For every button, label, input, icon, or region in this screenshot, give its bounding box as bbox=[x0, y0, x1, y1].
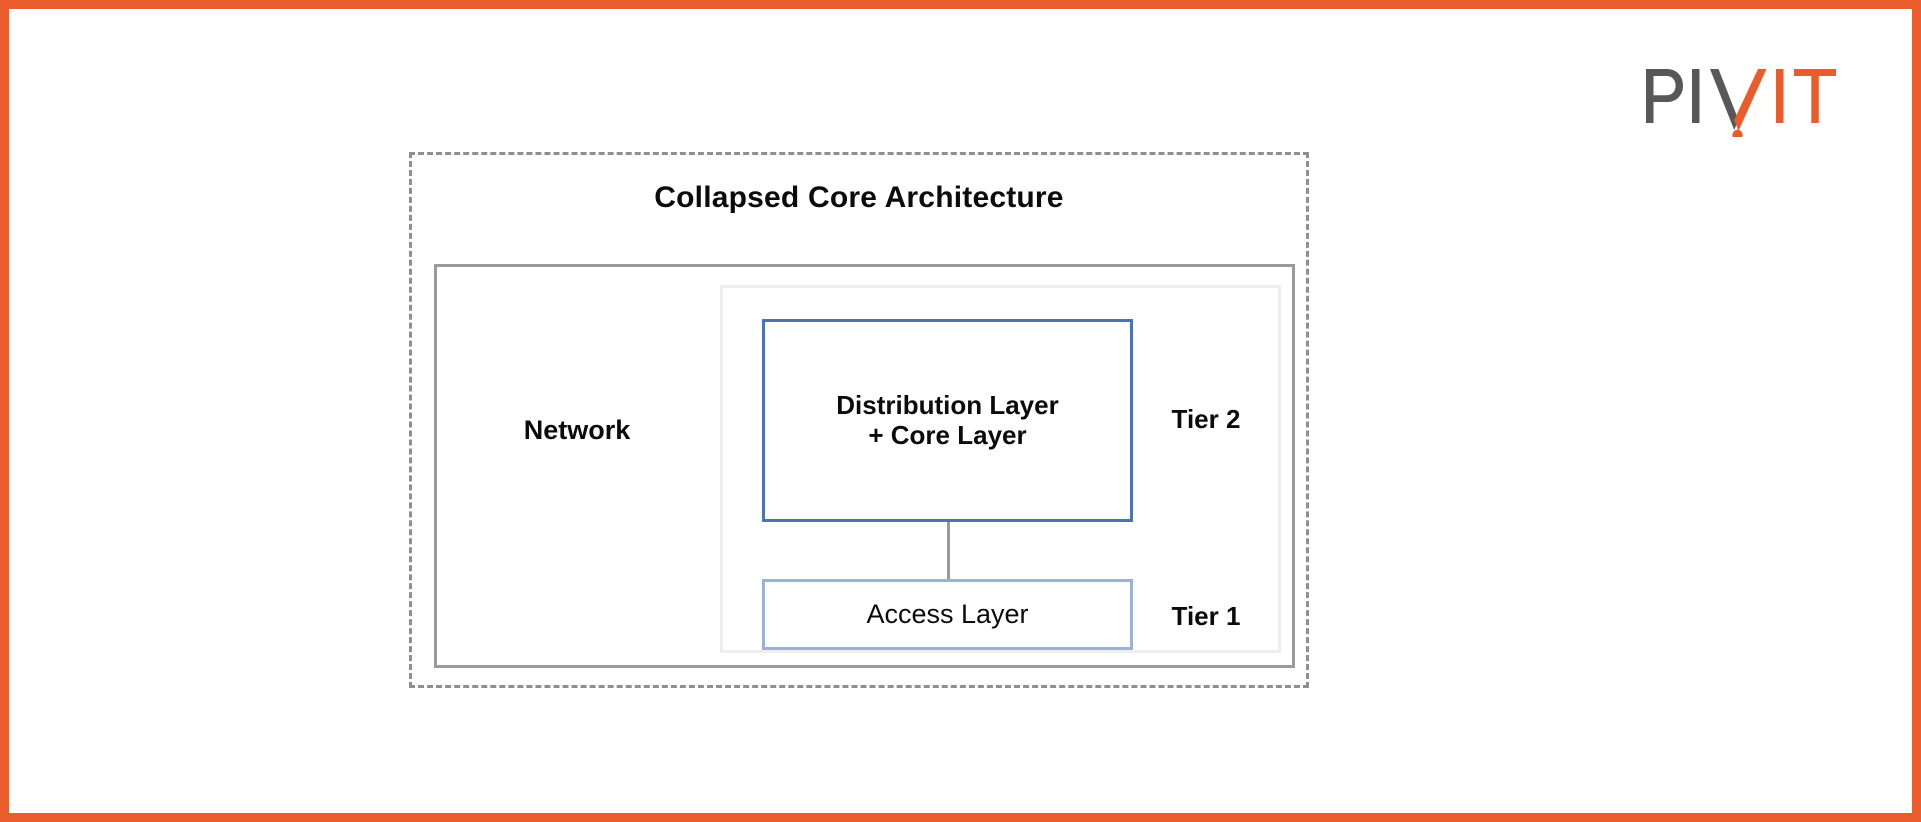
access-layer-label: Access Layer bbox=[866, 599, 1029, 629]
pivit-logo bbox=[1640, 61, 1840, 137]
distribution-core-layer-text: Distribution Layer + Core Layer bbox=[836, 391, 1058, 449]
access-layer-box: Access Layer bbox=[762, 579, 1133, 650]
diagram-title: Collapsed Core Architecture bbox=[654, 181, 1064, 214]
distribution-layer-label: Distribution Layer bbox=[836, 390, 1059, 421]
architecture-frame: Collapsed Core Architecture Network Dist… bbox=[409, 152, 1309, 688]
pivit-logo-svg bbox=[1646, 69, 1836, 137]
network-label: Network bbox=[523, 415, 631, 445]
network-box: Network Distribution Layer + Core Layer … bbox=[434, 264, 1295, 668]
tier-connector-line bbox=[947, 522, 950, 579]
distribution-core-layer-box: Distribution Layer + Core Layer bbox=[762, 319, 1133, 522]
tier-2-label: Tier 2 bbox=[1171, 404, 1241, 434]
core-layer-label: + Core Layer bbox=[868, 419, 1027, 450]
tier-1-label: Tier 1 bbox=[1171, 601, 1241, 631]
tier-container: Distribution Layer + Core Layer Tier 2 A… bbox=[720, 285, 1281, 653]
